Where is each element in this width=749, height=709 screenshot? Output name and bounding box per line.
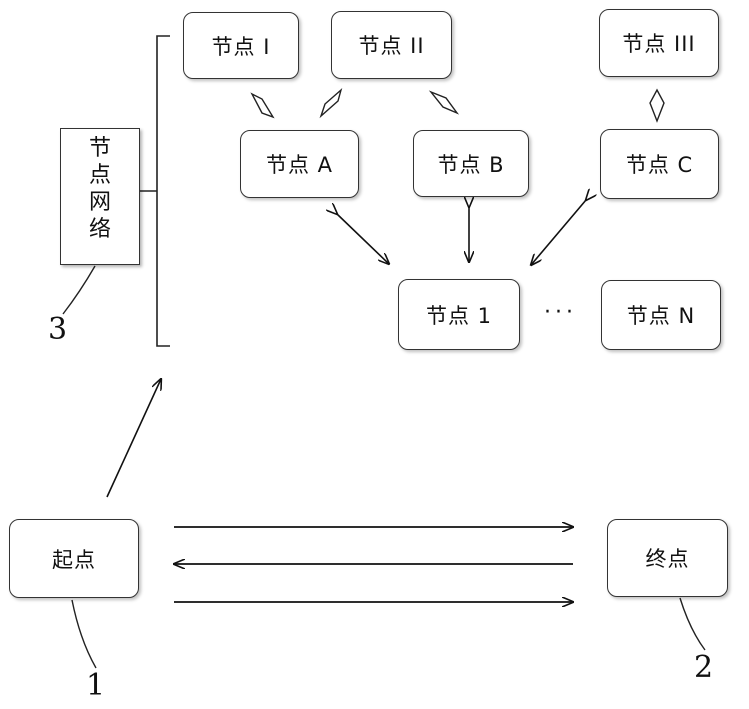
callout-1: 1 [86,668,105,703]
link-II-B [431,92,457,113]
node-I[interactable]: 节点 I [183,12,299,79]
callout-3: 3 [48,312,67,347]
node-II-label: 节点 II [358,30,424,60]
node-I-label: 节点 I [212,31,271,61]
link-III-C [650,90,664,121]
node-1-label: 节点 1 [426,300,492,330]
link-II-A [321,90,341,116]
node-B-label: 节点 B [437,149,504,179]
start-label: 起点 [52,544,96,574]
node-N[interactable]: 节点 N [601,280,721,350]
node-network-box: 节点网络 [60,128,140,265]
node-III[interactable]: 节点 III [599,9,719,77]
node-C-label: 节点 C [626,149,693,179]
start-node[interactable]: 起点 [9,519,139,598]
end-node[interactable]: 终点 [607,519,728,597]
node-A[interactable]: 节点 A [240,130,359,198]
node-1[interactable]: 节点 1 [398,279,520,350]
callout-leader-1 [72,600,96,668]
link-I-A [252,94,273,117]
callout-2: 2 [694,650,713,685]
ellipsis: ··· [544,300,577,325]
link-A-1 [337,214,389,264]
callout-leader-3 [63,266,95,314]
node-C[interactable]: 节点 C [600,129,719,199]
link-C-1 [531,200,586,265]
end-label: 终点 [646,543,690,573]
callout-leader-2 [680,598,705,650]
node-II[interactable]: 节点 II [331,11,452,79]
node-N-label: 节点 N [627,300,695,330]
node-III-label: 节点 III [622,28,695,58]
node-network-label: 节点网络 [87,135,113,243]
node-A-label: 节点 A [266,149,333,179]
start-to-network-arrow [107,379,161,497]
network-bracket [140,36,170,346]
node-B[interactable]: 节点 B [413,130,529,197]
